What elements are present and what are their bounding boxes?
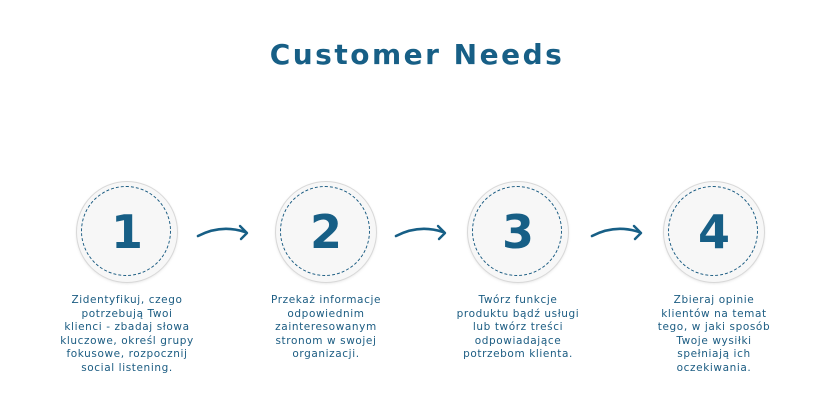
- dashed-ring: [472, 186, 562, 276]
- description-line: zainteresowanym: [275, 321, 377, 333]
- step-circle-4: 4: [664, 182, 764, 282]
- step-circle-3: 3: [468, 182, 568, 282]
- step-circle-1: 1: [77, 182, 177, 282]
- description-line: produktu bądź usługi: [456, 307, 580, 320]
- page-title: Customer Needs: [269, 38, 565, 71]
- description-line: social listening.: [81, 361, 173, 374]
- description-line: lub twórz treści: [472, 321, 564, 333]
- description-line: kluczowe, określ grupy: [60, 334, 194, 347]
- description-line: Zbieraj opinie: [673, 294, 755, 306]
- description-line: organizacji.: [292, 348, 360, 360]
- description-line: odpowiednim: [287, 307, 365, 320]
- description-line: klientów na temat: [661, 307, 767, 320]
- step-circle-2: 2: [276, 182, 376, 282]
- description-line: oczekiwania.: [676, 361, 752, 374]
- description-line: potrzebom klienta.: [463, 348, 573, 360]
- description-line: Twórz funkcje: [478, 294, 558, 306]
- step-number: 1: [110, 205, 143, 259]
- description-line: tego, w jaki sposób: [657, 321, 771, 333]
- description-line: odpowiadające: [474, 334, 562, 347]
- step-number: 2: [309, 205, 342, 259]
- description-line: stronom w swojej: [275, 334, 377, 347]
- arrow-right-icon: [590, 224, 643, 241]
- arrow-right-icon: [196, 224, 249, 241]
- step-number: 3: [501, 205, 534, 259]
- description-line: Zidentyfikuj, czego: [71, 294, 183, 306]
- arrow-right-icon: [394, 224, 447, 241]
- description-line: fokusowe, rozpocznij: [66, 348, 188, 360]
- dashed-ring: [280, 186, 370, 276]
- description-line: Przekaż informacje: [270, 294, 382, 306]
- dashed-ring: [81, 186, 171, 276]
- description-line: Twoje wysiłki: [676, 334, 752, 347]
- description-line: potrzebują Twoi: [81, 307, 173, 320]
- description-line: klienci - zbadaj słowa: [64, 321, 190, 333]
- step-number: 4: [697, 205, 730, 259]
- description-line: spełniają ich: [677, 348, 751, 360]
- dashed-ring: [668, 186, 758, 276]
